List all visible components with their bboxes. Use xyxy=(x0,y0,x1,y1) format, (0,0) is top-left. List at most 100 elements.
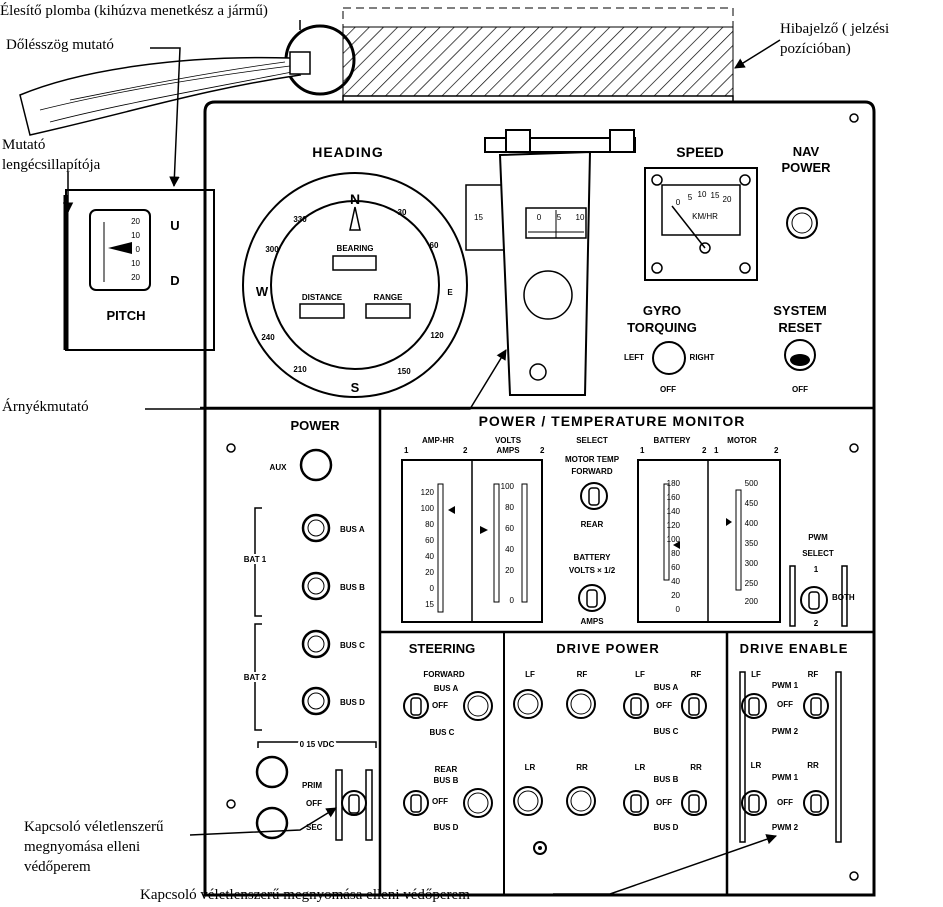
svg-text:OFF: OFF xyxy=(777,700,793,709)
svg-text:15: 15 xyxy=(474,213,483,222)
svg-text:POWER: POWER xyxy=(781,160,831,175)
switch-guard xyxy=(789,565,796,627)
drive-enable-rear-right-switch[interactable] xyxy=(803,790,829,816)
pwm-select-switch[interactable] xyxy=(800,586,828,614)
svg-text:BUS B: BUS B xyxy=(434,776,459,785)
svg-text:DRIVE POWER: DRIVE POWER xyxy=(556,641,659,656)
svg-text:D: D xyxy=(170,273,179,288)
range-display xyxy=(365,303,411,319)
motor-temp-select-switch[interactable] xyxy=(580,482,608,510)
speed-gauge: SPEED 0 5 10 15 20 KM/HR xyxy=(644,144,758,281)
svg-text:60: 60 xyxy=(425,536,434,545)
callout-guard-left-line3: védőperem xyxy=(24,859,91,875)
svg-text:200: 200 xyxy=(745,597,759,606)
svg-text:RF: RF xyxy=(577,670,588,679)
steering-forward-switch-b[interactable] xyxy=(463,691,493,721)
svg-text:N: N xyxy=(350,191,360,207)
drive-enable-front-left-switch[interactable] xyxy=(741,693,767,719)
heading-label: HEADING xyxy=(312,144,384,160)
svg-text:350: 350 xyxy=(745,539,759,548)
battery-amps-select-switch[interactable] xyxy=(578,584,606,612)
svg-text:SEC: SEC xyxy=(306,823,323,832)
svg-text:SPEED: SPEED xyxy=(676,144,723,160)
svg-text:LR: LR xyxy=(751,761,762,770)
svg-text:15: 15 xyxy=(425,600,434,609)
drive-power-rear-switch-left[interactable] xyxy=(623,790,649,816)
svg-text:80: 80 xyxy=(671,549,680,558)
svg-text:REAR: REAR xyxy=(435,765,458,774)
svg-text:160: 160 xyxy=(667,493,681,502)
svg-text:POWER: POWER xyxy=(290,418,340,433)
drive-power-front-switch-left[interactable] xyxy=(623,693,649,719)
drive-power-section: DRIVE POWER LF RF LR RR LF RF BUS A OFF … xyxy=(513,641,707,855)
svg-text:BUS D: BUS D xyxy=(654,823,679,832)
svg-text:0: 0 xyxy=(430,584,435,593)
svg-text:BEARING: BEARING xyxy=(337,244,374,253)
sun-compass: 15 0 5 10 xyxy=(465,129,636,396)
svg-text:500: 500 xyxy=(745,479,759,488)
svg-text:PWM 1: PWM 1 xyxy=(772,773,799,782)
drive-enable-rear-left-switch[interactable] xyxy=(741,790,767,816)
pitch-label: PITCH xyxy=(107,308,146,323)
svg-text:S: S xyxy=(351,380,360,395)
drive-power-rear-switch-right[interactable] xyxy=(681,790,707,816)
svg-text:20: 20 xyxy=(131,217,140,226)
svg-text:BUS A: BUS A xyxy=(434,684,459,693)
svg-text:SYSTEM: SYSTEM xyxy=(773,303,826,318)
svg-text:RR: RR xyxy=(690,763,702,772)
callout-arming-seal: Élesítő plomba (kihúzva menetkész a járm… xyxy=(0,3,268,19)
svg-text:1: 1 xyxy=(404,446,409,455)
svg-text:PWM 1: PWM 1 xyxy=(772,681,799,690)
nav-power: NAV POWER xyxy=(781,144,831,239)
svg-text:20: 20 xyxy=(671,591,680,600)
steering-section: STEERING FORWARD BUS A OFF BUS C REAR BU… xyxy=(403,641,493,832)
svg-text:80: 80 xyxy=(505,503,514,512)
svg-text:LF: LF xyxy=(525,670,535,679)
svg-text:BUS D: BUS D xyxy=(434,823,459,832)
steering-rear-switch-a[interactable] xyxy=(403,790,429,816)
svg-text:40: 40 xyxy=(505,545,514,554)
steering-forward-switch-a[interactable] xyxy=(403,693,429,719)
drive-power-rr-breaker[interactable] xyxy=(566,786,596,816)
drive-enable-front-right-switch[interactable] xyxy=(803,693,829,719)
svg-text:60: 60 xyxy=(430,241,439,250)
svg-text:RANGE: RANGE xyxy=(374,293,404,302)
svg-text:LF: LF xyxy=(751,670,761,679)
svg-text:0: 0 xyxy=(676,198,681,207)
svg-text:120: 120 xyxy=(667,521,681,530)
callout-fault-indicator-line2: pozícióban) xyxy=(780,41,851,57)
svg-text:240: 240 xyxy=(261,333,275,342)
svg-text:U: U xyxy=(170,218,179,233)
drive-power-front-switch-right[interactable] xyxy=(681,693,707,719)
gyro-torquing-switch[interactable] xyxy=(652,341,686,375)
speed-needle-icon xyxy=(671,205,706,249)
nav-power-button[interactable] xyxy=(786,207,818,239)
drive-power-lf-breaker[interactable] xyxy=(513,689,543,719)
svg-text:1: 1 xyxy=(814,565,819,574)
svg-text:SELECT: SELECT xyxy=(802,549,834,558)
system-reset-button[interactable] xyxy=(784,339,816,371)
svg-text:20: 20 xyxy=(131,273,140,282)
svg-text:BUS B: BUS B xyxy=(340,583,365,592)
svg-text:LF: LF xyxy=(635,670,645,679)
svg-text:120: 120 xyxy=(430,331,444,340)
svg-text:10: 10 xyxy=(131,259,140,268)
drive-power-rf-breaker[interactable] xyxy=(566,689,596,719)
bus-a-button[interactable] xyxy=(301,513,331,543)
svg-text:300: 300 xyxy=(745,559,759,568)
steering-rear-switch-b[interactable] xyxy=(463,788,493,818)
drive-power-lr-breaker[interactable] xyxy=(513,786,543,816)
svg-text:0: 0 xyxy=(136,245,141,254)
svg-text:1: 1 xyxy=(714,446,719,455)
svg-text:250: 250 xyxy=(745,579,759,588)
svg-text:OFF: OFF xyxy=(660,385,676,394)
prim-sec-switch[interactable] xyxy=(341,790,367,816)
svg-text:BUS C: BUS C xyxy=(430,728,455,737)
bus-d-button[interactable] xyxy=(301,686,331,716)
svg-text:BUS B: BUS B xyxy=(654,775,679,784)
bus-c-button[interactable] xyxy=(301,629,331,659)
aux-button[interactable] xyxy=(299,448,333,482)
bus-b-button[interactable] xyxy=(301,571,331,601)
svg-text:0: 0 xyxy=(537,213,542,222)
svg-text:RIGHT: RIGHT xyxy=(690,353,715,362)
